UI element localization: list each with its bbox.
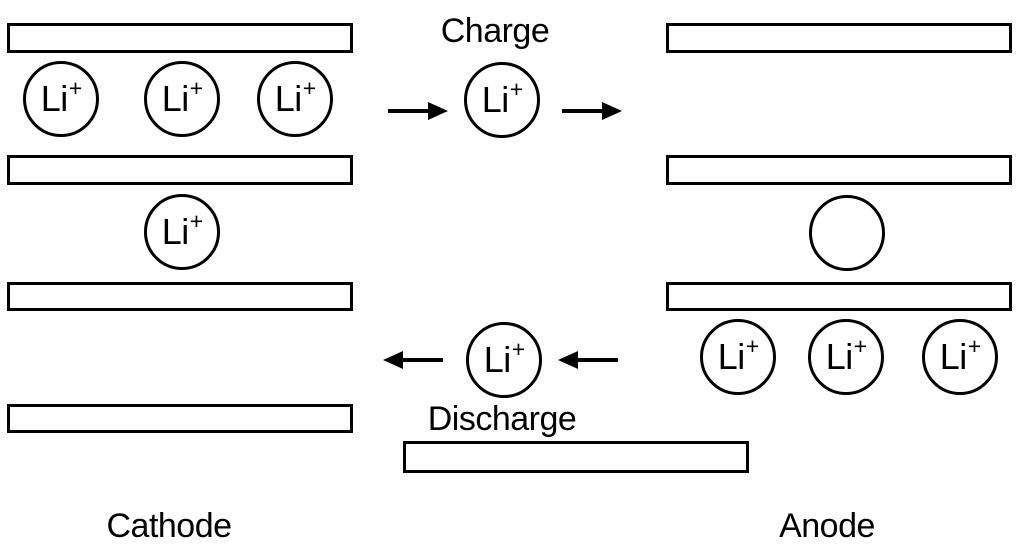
anode-layer-3 — [666, 282, 1012, 311]
anode-layer-2 — [666, 155, 1012, 185]
ion-symbol: Li — [40, 78, 69, 120]
ion-symbol: Li — [939, 336, 968, 378]
left-arrow-icon — [383, 351, 443, 369]
cathode-layer-1 — [7, 23, 353, 53]
lithium-ion: Li+ — [466, 322, 542, 398]
separator-layer — [403, 441, 749, 473]
lithium-ion: Li+ — [23, 61, 99, 137]
ion-symbol: Li — [274, 78, 303, 120]
lithium-ion: Li+ — [808, 319, 884, 395]
ion-symbol: Li — [825, 336, 854, 378]
cathode-layer-4 — [7, 404, 353, 433]
arrow-shaft — [562, 109, 606, 113]
right-arrow-icon — [388, 102, 448, 120]
lithium-ion: Li+ — [700, 319, 776, 395]
anode-label: Anode — [779, 507, 875, 545]
ion-symbol: Li — [481, 79, 510, 121]
discharge-label: Discharge — [427, 400, 577, 438]
arrow-shaft — [388, 109, 432, 113]
cathode-layer-2 — [7, 155, 353, 185]
right-arrow-icon — [562, 102, 622, 120]
ion-symbol: Li — [161, 211, 190, 253]
arrow-head — [558, 351, 578, 369]
arrow-head — [383, 351, 403, 369]
lithium-ion: Li+ — [144, 61, 220, 137]
lithium-ion: Li+ — [257, 61, 333, 137]
cathode-label: Cathode — [106, 507, 232, 545]
lithium-ion: Li+ — [144, 194, 220, 270]
left-arrow-icon — [558, 351, 618, 369]
vacancy-circle — [809, 195, 885, 271]
ion-symbol: Li — [717, 336, 746, 378]
lithium-ion: Li+ — [922, 319, 998, 395]
ion-symbol: Li — [161, 78, 190, 120]
arrow-shaft — [399, 358, 443, 362]
lithium-ion: Li+ — [464, 62, 540, 138]
arrow-head — [602, 102, 622, 120]
anode-layer-1 — [666, 23, 1012, 53]
charge-label: Charge — [440, 12, 550, 50]
arrow-shaft — [574, 358, 618, 362]
cathode-layer-3 — [7, 282, 353, 311]
ion-symbol: Li — [483, 339, 512, 381]
arrow-head — [428, 102, 448, 120]
